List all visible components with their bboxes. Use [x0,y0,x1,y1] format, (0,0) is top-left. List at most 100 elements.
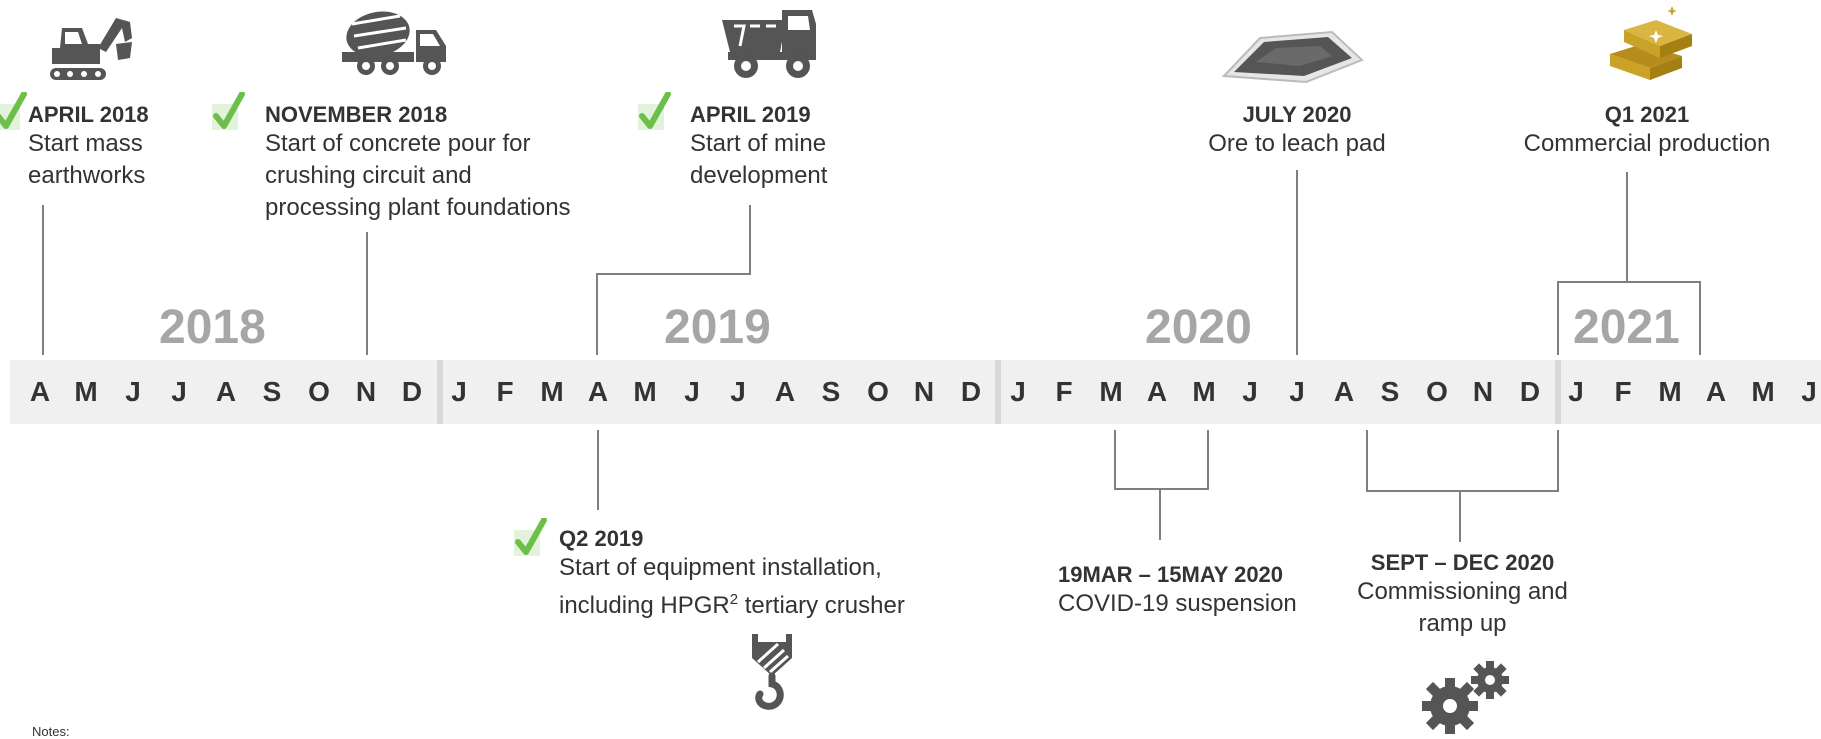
connector-line [1626,172,1628,282]
month-label: D [401,376,423,407]
month-label: J [684,376,700,407]
year-label-2018: 2018 [159,301,266,354]
range-bracket [1366,490,1559,492]
milestone-date: Q1 2021 [1604,102,1690,127]
connector-line [749,205,751,275]
month-label: F [1055,376,1073,407]
milestone-description: Start of concrete pour for crushing circ… [265,130,571,221]
milestone-date: JULY 2020 [1242,102,1352,127]
milestone-description: Start mass earthworks [28,130,146,189]
gears-icon [1416,660,1516,735]
connector-line [366,232,368,355]
month-label: M [633,376,657,407]
notes-label: Notes: [32,724,70,739]
dump-truck-icon [720,6,818,80]
range-bracket [1557,281,1559,355]
month-label: F [1614,376,1632,407]
range-bracket [1557,430,1559,492]
connector-line [596,273,598,355]
month-label: F [496,376,514,407]
month-label: O [308,376,330,407]
month-label: N [913,376,935,407]
month-label: A [215,376,237,407]
connector-line [1459,490,1461,542]
month-label: S [262,376,282,407]
range-bracket [1207,430,1209,490]
month-label: A [587,376,609,407]
month-label: M [540,376,564,407]
month-label: O [867,376,889,407]
range-bracket [1699,281,1701,355]
completed-check-icon [212,91,246,130]
connector-line [1159,488,1161,540]
milestone-description: Commissioning and ramp up [1357,578,1568,637]
milestone-april-2018: APRIL 2018 Start mass earthworks [28,102,149,192]
milestone-q2-2019: Q2 2019 Start of equipment installation,… [559,526,905,622]
month-label: J [125,376,141,407]
range-bracket [1114,488,1209,490]
month-label: J [1242,376,1258,407]
year-separator [437,360,443,424]
completed-check-icon [638,91,672,130]
month-label: A [29,376,51,407]
month-label: J [1289,376,1305,407]
milestone-april-2019: APRIL 2019 Start of mine development [690,102,827,192]
milestone-description: Ore to leach pad [1208,130,1386,157]
year-label-2019: 2019 [664,301,771,354]
milestone-date: 19MAR – 15MAY 2020 [1058,562,1284,587]
month-label: A [1333,376,1355,407]
milestone-date: SEPT – DEC 2020 [1370,550,1555,575]
month-label: S [1380,376,1400,407]
month-label: N [355,376,377,407]
year-separator [1555,360,1561,424]
month-label: J [171,376,187,407]
month-label: A [774,376,796,407]
connector-line [1296,170,1298,355]
milestone-commissioning: SEPT – DEC 2020 Commissioning and ramp u… [1330,550,1595,640]
month-label: S [821,376,841,407]
year-label-2020: 2020 [1145,301,1252,354]
milestone-q1-2021: Q1 2021 Commercial production [1502,102,1792,160]
milestone-description: Start of equipment installation, includi… [559,554,905,619]
month-label: M [1099,376,1123,407]
milestone-covid-suspension: 19MAR – 15MAY 2020 COVID-19 suspension [1058,562,1297,620]
connector-line [596,273,751,275]
month-label: J [1801,376,1817,407]
month-label: M [74,376,98,407]
range-bracket [1114,430,1116,490]
milestone-date: APRIL 2018 [28,102,149,127]
year-separator [995,360,1001,424]
year-label-2021: 2021 [1573,301,1680,354]
milestone-description: COVID-19 suspension [1058,590,1297,617]
month-label: J [730,376,746,407]
gold-bars-icon [1602,4,1698,88]
month-label: O [1426,376,1448,407]
month-label: J [1010,376,1026,407]
month-label: J [1568,376,1584,407]
timeline-band [10,360,1821,424]
excavator-icon [48,8,132,84]
month-label: M [1192,376,1216,407]
crane-hook-icon [748,632,796,712]
completed-check-icon [0,91,28,130]
month-label: D [1519,376,1541,407]
milestone-july-2020: JULY 2020 Ore to leach pad [1182,102,1412,160]
connector-line [42,205,44,355]
range-bracket [1366,430,1368,492]
milestone-date: Q2 2019 [559,526,644,551]
milestone-date: NOVEMBER 2018 [265,102,448,127]
month-label: A [1705,376,1727,407]
milestone-description: Start of mine development [690,130,828,189]
range-bracket [1557,281,1701,283]
milestone-november-2018: NOVEMBER 2018 Start of concrete pour for… [265,102,571,224]
leach-pad-icon [1220,28,1366,88]
month-label: N [1472,376,1494,407]
month-label: M [1751,376,1775,407]
month-label: J [451,376,467,407]
connector-line [597,430,599,510]
month-label: M [1658,376,1682,407]
milestone-description: Commercial production [1523,130,1771,157]
month-label: D [960,376,982,407]
completed-check-icon [514,517,548,556]
month-label: A [1146,376,1168,407]
